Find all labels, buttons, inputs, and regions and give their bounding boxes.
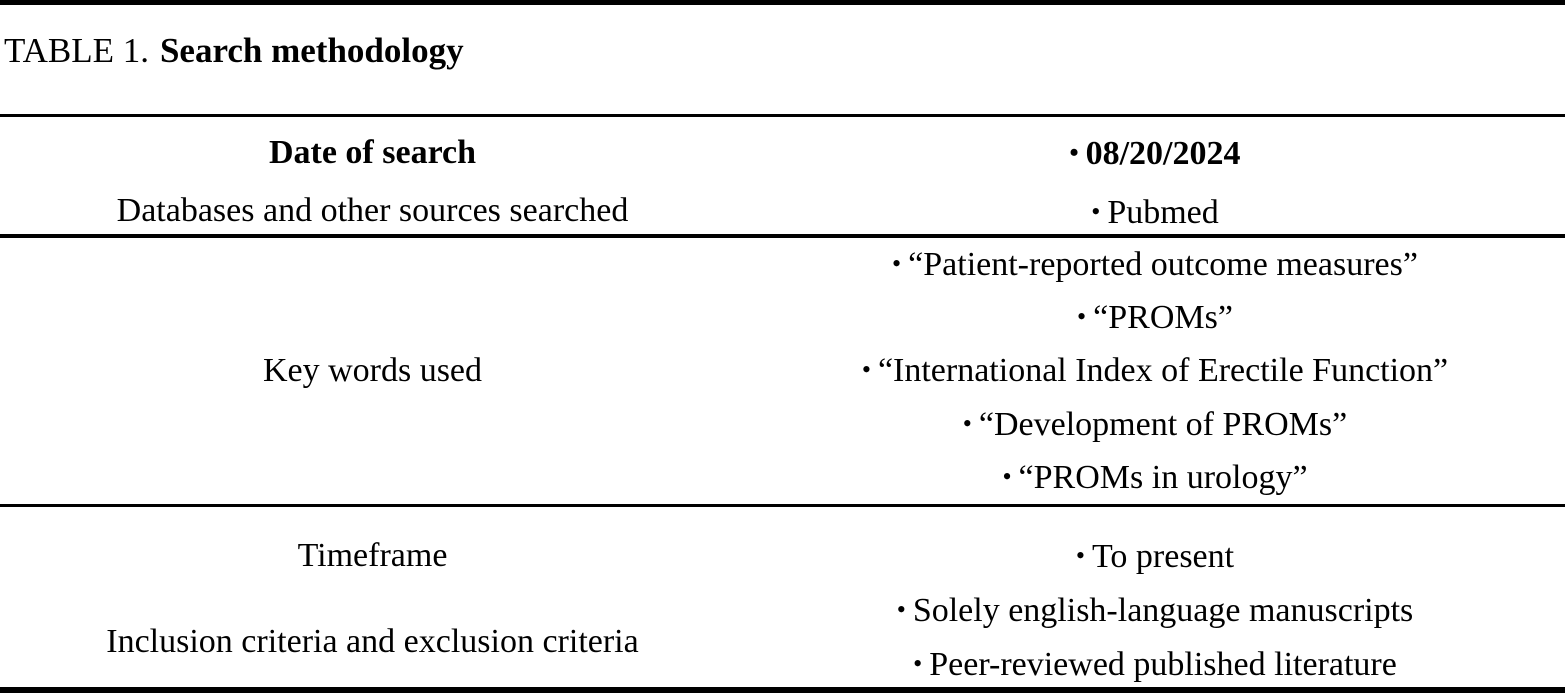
- bullet-icon: •: [861, 355, 871, 385]
- row-value-criteria-2: •Peer-reviewed published literature: [745, 637, 1565, 691]
- value-column-3: •To present •Solely english-language man…: [745, 509, 1565, 686]
- label-column-1: Date of search Databases and other sourc…: [0, 119, 745, 233]
- row-value-databases: •Pubmed: [745, 185, 1565, 239]
- bullet-icon: •: [892, 249, 902, 279]
- table-title: Search methodology: [159, 31, 464, 70]
- bullet-icon: •: [1077, 302, 1087, 332]
- bullet-icon: •: [896, 595, 906, 625]
- row-value-keyword-1: •“Patient-reported outcome measures”: [745, 238, 1565, 291]
- row-value-text: “PROMs in urology”: [1018, 458, 1308, 496]
- row-value-text: Pubmed: [1107, 194, 1219, 232]
- row-value-keyword-5: •“PROMs in urology”: [745, 451, 1565, 504]
- row-value-text: Solely english-language manuscripts: [912, 592, 1414, 630]
- label-column-2: Key words used: [0, 239, 745, 503]
- label-column-3: Timeframe Inclusion criteria and exclusi…: [0, 509, 745, 686]
- bullet-icon: •: [1069, 138, 1079, 167]
- row-label-databases: Databases and other sources searched: [116, 192, 629, 229]
- row-label-key-words: Key words used: [262, 352, 483, 389]
- table-band-keywords: Key words used •“Patient-reported outcom…: [0, 239, 1565, 503]
- bullet-icon: •: [1091, 197, 1101, 227]
- row-value-text: “Patient-reported outcome measures”: [908, 246, 1418, 284]
- bullet-icon: •: [1075, 541, 1086, 570]
- row-value-keyword-2: •“PROMs”: [745, 291, 1565, 344]
- row-value-text: 08/20/2024: [1085, 135, 1241, 173]
- table-band-search-source: Date of search Databases and other sourc…: [0, 119, 1565, 233]
- row-value-text: “Development of PROMs”: [978, 405, 1348, 443]
- table-caption: TABLE 1. Search methodology: [4, 28, 464, 74]
- row-label-timeframe: Timeframe: [297, 537, 448, 574]
- row-value-keyword-3: •“International Index of Erectile Functi…: [745, 344, 1565, 397]
- row-value-text: “International Index of Erectile Functio…: [877, 352, 1449, 390]
- table-band-timeframe-criteria: Timeframe Inclusion criteria and exclusi…: [0, 509, 1565, 686]
- bullet-icon: •: [962, 408, 972, 438]
- table-rule-bottom: [0, 687, 1565, 693]
- table-number: TABLE 1.: [4, 31, 149, 70]
- row-value-text: Peer-reviewed published literature: [929, 646, 1397, 684]
- row-value-date-of-search: •08/20/2024: [745, 126, 1565, 180]
- row-value-criteria-1: •Solely english-language manuscripts: [745, 583, 1565, 637]
- row-value-text: To present: [1092, 538, 1235, 576]
- table-rule-middle-1: [0, 234, 1565, 238]
- row-value-text: “PROMs”: [1093, 299, 1233, 337]
- value-column-2: •“Patient-reported outcome measures” •“P…: [745, 239, 1565, 503]
- row-label-date-of-search: Date of search: [268, 134, 477, 171]
- table-rule-header: [0, 114, 1565, 117]
- table-rule-top: [0, 0, 1565, 5]
- value-column-1: •08/20/2024 •Pubmed: [745, 119, 1565, 233]
- row-value-timeframe: •To present: [745, 529, 1565, 583]
- table-rule-middle-2: [0, 504, 1565, 507]
- row-label-inclusion-exclusion: Inclusion criteria and exclusion criteri…: [106, 623, 639, 660]
- row-value-keyword-4: •“Development of PROMs”: [745, 398, 1565, 451]
- bullet-icon: •: [913, 649, 923, 679]
- bullet-icon: •: [1002, 461, 1012, 491]
